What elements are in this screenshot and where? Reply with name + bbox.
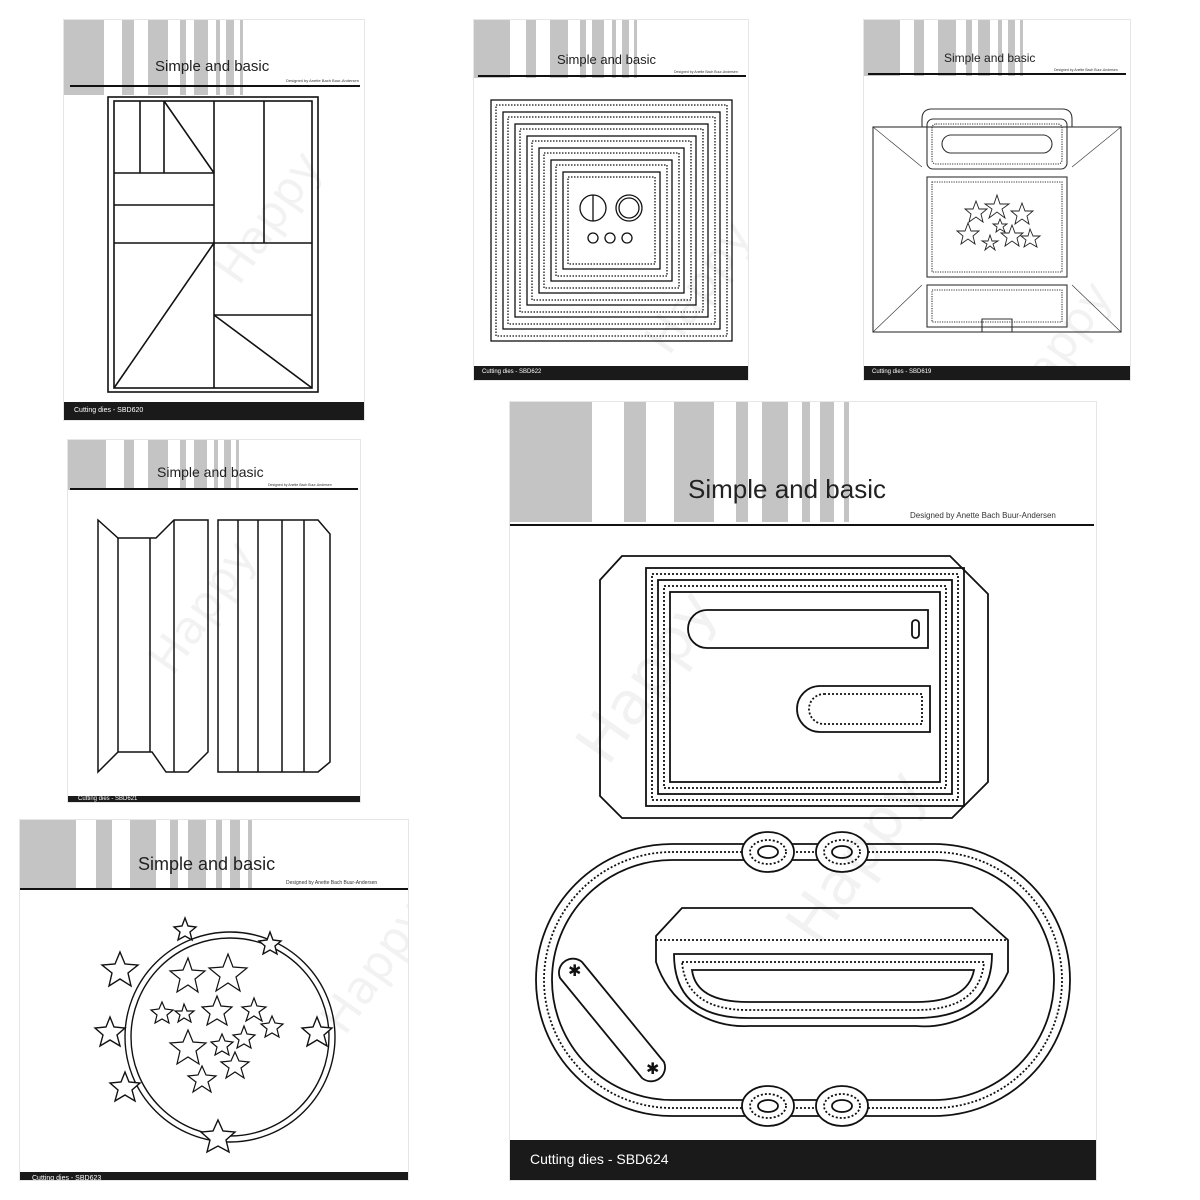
product-code-footer: Cutting dies - SBD623: [20, 1172, 408, 1180]
die-artwork: [96, 516, 332, 776]
header-rule: [20, 888, 408, 890]
designer-credit: Designed by Anette Bach Buur-Andersen: [910, 511, 1056, 520]
product-card-sbd622[interactable]: Simple and basic Designed by Anette Bach…: [474, 20, 748, 380]
die-artwork: [104, 93, 324, 398]
die-artwork: [872, 107, 1122, 335]
product-card-sbd620[interactable]: Simple and basic Designed by Anette Bach…: [64, 20, 364, 420]
header-stripes: [20, 820, 408, 890]
svg-text:✱: ✱: [646, 1059, 659, 1078]
header-stripes: [64, 20, 364, 95]
product-code-footer: Cutting dies - SBD622: [474, 366, 748, 380]
header-stripes: [68, 440, 360, 490]
designer-credit: Designed by Anette Bach Buur-Andersen: [286, 78, 359, 83]
header-stripes: [510, 402, 1096, 522]
brand-title: Simple and basic: [157, 464, 264, 480]
header-rule: [510, 524, 1094, 526]
die-artwork: [90, 912, 360, 1162]
brand-title: Simple and basic: [688, 474, 886, 504]
product-card-sbd621[interactable]: Simple and basic Designed by Anette Bach…: [68, 440, 360, 802]
header-rule: [70, 85, 360, 87]
header-stripes: [474, 20, 748, 78]
header-stripes: [864, 20, 1130, 76]
die-artwork: [489, 98, 734, 343]
designer-credit: Designed by Anette Bach Buur-Andersen: [674, 70, 738, 74]
header-rule: [70, 488, 358, 490]
brand-title: Simple and basic: [155, 58, 270, 75]
product-code-footer: Cutting dies - SBD619: [864, 366, 1130, 380]
product-code-footer: Cutting dies - SBD620: [64, 402, 364, 420]
brand-title: Simple and basic: [944, 51, 1036, 65]
product-code-footer: Cutting dies - SBD624: [510, 1140, 1096, 1180]
product-card-sbd624[interactable]: Simple and basic Designed by Anette Bach…: [510, 402, 1096, 1180]
brand-title: Simple and basic: [138, 854, 276, 874]
designer-credit: Designed by Anette Bach Buur-Andersen: [1054, 68, 1118, 72]
product-card-sbd619[interactable]: Simple and basic Designed by Anette Bach…: [864, 20, 1130, 380]
product-card-sbd623[interactable]: Simple and basic Designed by Anette Bach…: [20, 820, 408, 1180]
svg-text:✱: ✱: [568, 961, 581, 980]
brand-title: Simple and basic: [557, 52, 656, 67]
die-artwork: ✱ ✱: [532, 552, 1072, 1152]
header-rule: [478, 75, 746, 77]
header-rule: [868, 73, 1126, 75]
designer-credit: Designed by Anette Bach Buur-Andersen: [286, 880, 378, 886]
designer-credit: Designed by Anette Bach Buur-Andersen: [268, 483, 332, 487]
product-code-footer: Cutting dies - SBD621: [68, 796, 360, 802]
